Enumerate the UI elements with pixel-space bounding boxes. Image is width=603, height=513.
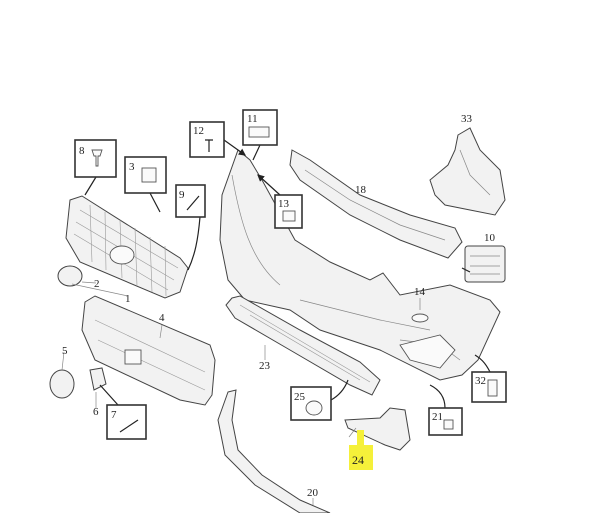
emblem-5[interactable] — [49, 369, 75, 399]
callout-25[interactable]: 25 — [290, 386, 332, 421]
grille-frame[interactable] — [81, 295, 216, 406]
callout-14[interactable]: 14 — [414, 286, 426, 298]
lower-trim[interactable] — [217, 389, 331, 513]
callout-label: 11 — [247, 113, 258, 125]
lower-grille[interactable] — [225, 295, 381, 396]
callout-24-highlighted[interactable]: 24 — [349, 430, 373, 470]
clip-icon — [91, 149, 103, 167]
emblem-2[interactable] — [57, 265, 83, 287]
callout-6[interactable]: 6 — [93, 406, 99, 418]
callout-1[interactable]: 1 — [125, 293, 131, 305]
callout-label: 8 — [79, 145, 85, 157]
callout-label: 9 — [179, 189, 185, 201]
module-10[interactable] — [464, 245, 506, 283]
callout-label: 12 — [193, 125, 204, 137]
callout-9[interactable]: 9 — [175, 184, 206, 218]
fog-lamp-cover[interactable] — [344, 407, 411, 451]
callout-33[interactable]: 33 — [461, 113, 473, 125]
sensor-icon — [305, 400, 323, 416]
callout-20[interactable]: 20 — [307, 487, 319, 499]
leader-lines — [61, 139, 491, 505]
callout-label: 3 — [129, 161, 135, 173]
callout-12[interactable]: 12 — [189, 121, 225, 158]
callout-label: 24 — [352, 453, 364, 467]
bracket-icon — [248, 126, 270, 138]
callout-4[interactable]: 4 — [159, 312, 165, 324]
bumper-cover[interactable] — [219, 149, 501, 381]
screw-icon — [186, 195, 200, 211]
screw-icon — [119, 419, 139, 433]
screw-icon — [205, 139, 213, 152]
bracket-icon — [487, 379, 498, 397]
callout-11[interactable]: 11 — [242, 109, 278, 146]
callout-label: 7 — [111, 409, 117, 421]
callout-5[interactable]: 5 — [62, 345, 68, 357]
callout-10[interactable]: 10 — [484, 232, 496, 244]
callout-2[interactable]: 2 — [94, 278, 100, 290]
callout-13[interactable]: 13 — [274, 194, 303, 229]
callout-18[interactable]: 18 — [355, 184, 367, 196]
callout-21[interactable]: 21 — [428, 407, 463, 436]
callout-32[interactable]: 32 — [471, 371, 507, 403]
sensor-icon — [282, 210, 296, 222]
clip-icon — [443, 419, 454, 430]
callout-label: 21 — [432, 411, 443, 423]
callout-label: 32 — [475, 375, 486, 387]
callout-3[interactable]: 3 — [124, 156, 167, 194]
callout-8[interactable]: 8 — [74, 139, 117, 178]
callout-label: 13 — [278, 198, 290, 210]
callout-7[interactable]: 7 — [106, 404, 147, 440]
callout-label: 25 — [294, 391, 306, 403]
bracket-6[interactable] — [89, 367, 107, 391]
bracket-icon — [141, 167, 157, 183]
bracket-33[interactable] — [429, 127, 506, 216]
grille[interactable] — [65, 195, 189, 299]
bumper-reinforcement[interactable] — [289, 149, 463, 259]
callout-23[interactable]: 23 — [259, 360, 271, 372]
